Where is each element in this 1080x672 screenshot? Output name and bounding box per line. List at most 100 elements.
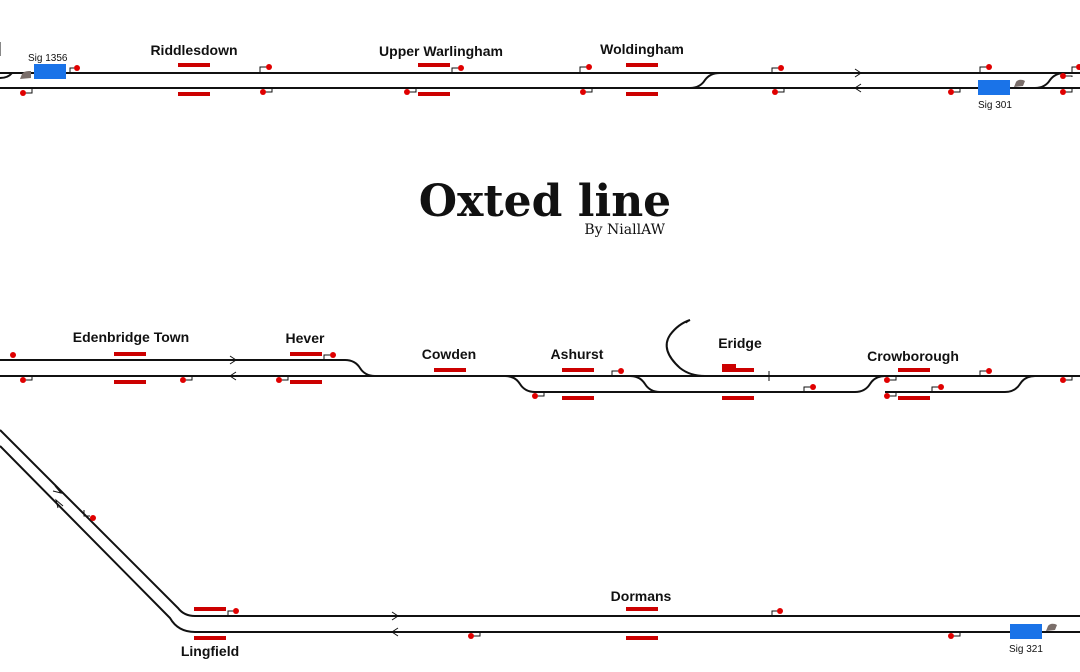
track-ashurst-loop (504, 375, 855, 393)
platform-edenbridge-down (114, 380, 146, 384)
signal-icon[interactable] (276, 376, 289, 383)
signal-icon[interactable] (579, 64, 592, 73)
platform-crowborough-up (898, 368, 930, 372)
signal-icon[interactable] (884, 376, 897, 383)
signal-icon[interactable] (69, 65, 80, 73)
signal-icon[interactable] (259, 64, 272, 73)
direction-arrow-icon (55, 498, 64, 509)
station-eridge: Eridge (718, 335, 762, 351)
platform-riddlesdown-up (178, 63, 210, 67)
platform-woldingham-up (626, 63, 658, 67)
train-cab-icon (1046, 623, 1057, 631)
platform-ashurst-down (562, 396, 594, 400)
platform-riddlesdown-down (178, 92, 210, 96)
signal-icon[interactable] (10, 352, 16, 358)
track-eridge-curve (665, 319, 706, 377)
signal-icon[interactable] (580, 88, 593, 95)
station-woldingham: Woldingham (600, 41, 684, 57)
track-edenbridge-up (0, 359, 376, 377)
signal-icon[interactable] (323, 352, 336, 360)
direction-arrow-icon (854, 68, 862, 78)
direction-arrows (52, 68, 862, 637)
signal-icon[interactable] (1060, 88, 1073, 95)
bottom-tracks (0, 429, 1080, 633)
track-crossover-left (0, 72, 13, 79)
station-dormans: Dormans (611, 588, 672, 604)
platform-cowden (434, 368, 466, 372)
train-sig-301[interactable]: Sig 301 (978, 79, 1025, 111)
signal-icon[interactable] (772, 88, 785, 95)
train-sig-321[interactable]: Sig 321 (1009, 623, 1057, 655)
train-cab-icon (1014, 79, 1025, 87)
signal-icon[interactable] (931, 384, 944, 392)
platform-eridge-up (722, 368, 754, 372)
signal-icon[interactable] (979, 368, 992, 376)
track-crowborough-loop (885, 375, 1036, 393)
buffer-stop-icon-2 (685, 319, 691, 324)
diagram-title: Oxted line (419, 176, 671, 227)
train-icon (978, 80, 1010, 95)
platform-upper-warlingham-down (418, 92, 450, 96)
train-label: Sig 301 (978, 100, 1012, 111)
signal-icon[interactable] (884, 392, 897, 399)
track-ashurst-junction (629, 375, 661, 393)
signal-icon[interactable] (532, 392, 545, 399)
platform-dormans-up (626, 607, 658, 611)
platform-dormans-down (626, 636, 658, 640)
track-lower-crossover (0, 72, 721, 89)
train-label: Sig 1356 (28, 53, 68, 64)
station-ashurst: Ashurst (551, 346, 604, 362)
platform-hever-up (290, 352, 322, 356)
train-sig-1356[interactable]: Sig 1356 (20, 53, 68, 79)
signals (10, 64, 1080, 639)
platform-ashurst-up (562, 368, 594, 372)
platform-edenbridge-up (114, 352, 146, 356)
signal-icon[interactable] (83, 510, 96, 521)
signal-icon[interactable] (771, 608, 783, 616)
diagram-byline: By NiallAW (584, 222, 665, 238)
platform-lingfield-down (194, 636, 226, 640)
signal-icon[interactable] (451, 65, 464, 73)
station-labels: Riddlesdown Upper Warlingham Woldingham … (73, 41, 959, 659)
signal-icon[interactable] (979, 64, 992, 73)
signal-icon[interactable] (260, 88, 273, 95)
signal-icon[interactable] (180, 376, 193, 383)
direction-arrow-icon (391, 627, 399, 637)
signal-icon[interactable] (227, 608, 239, 616)
station-cowden: Cowden (422, 346, 476, 362)
train-label: Sig 321 (1009, 644, 1043, 655)
signal-icon[interactable] (771, 65, 784, 73)
signal-icon[interactable] (20, 376, 33, 383)
signal-icon[interactable] (803, 384, 816, 392)
direction-arrow-icon (391, 611, 399, 621)
track-crowborough-junction-west (854, 375, 886, 393)
top-tracks (0, 42, 1080, 89)
station-upper-warlingham: Upper Warlingham (379, 43, 503, 59)
train-icon (34, 64, 66, 79)
signal-icon[interactable] (948, 632, 961, 639)
signal-icon[interactable] (1060, 73, 1073, 79)
signal-icon[interactable] (1071, 64, 1080, 73)
signal-icon[interactable] (468, 632, 481, 639)
platform-lingfield-up (194, 607, 226, 611)
station-lingfield: Lingfield (181, 643, 239, 659)
platforms (114, 63, 930, 640)
track-lingfield-down (0, 445, 1080, 633)
train-cab-icon (20, 71, 31, 79)
direction-arrow-icon (229, 355, 237, 365)
track-crossover-right (1034, 72, 1066, 89)
platform-eridge-down (722, 396, 754, 400)
platform-crowborough-down (898, 396, 930, 400)
signal-icon[interactable] (20, 88, 33, 96)
track-lingfield-up (0, 429, 1080, 617)
signal-icon[interactable] (1060, 376, 1073, 383)
station-edenbridge-town: Edenbridge Town (73, 329, 189, 345)
platform-hever-down (290, 380, 322, 384)
direction-arrow-icon (854, 83, 862, 93)
signal-icon[interactable] (404, 88, 417, 95)
signal-icon[interactable] (611, 368, 624, 376)
signal-icon[interactable] (948, 88, 961, 95)
station-hever: Hever (286, 330, 325, 346)
direction-arrow-icon (229, 371, 237, 381)
